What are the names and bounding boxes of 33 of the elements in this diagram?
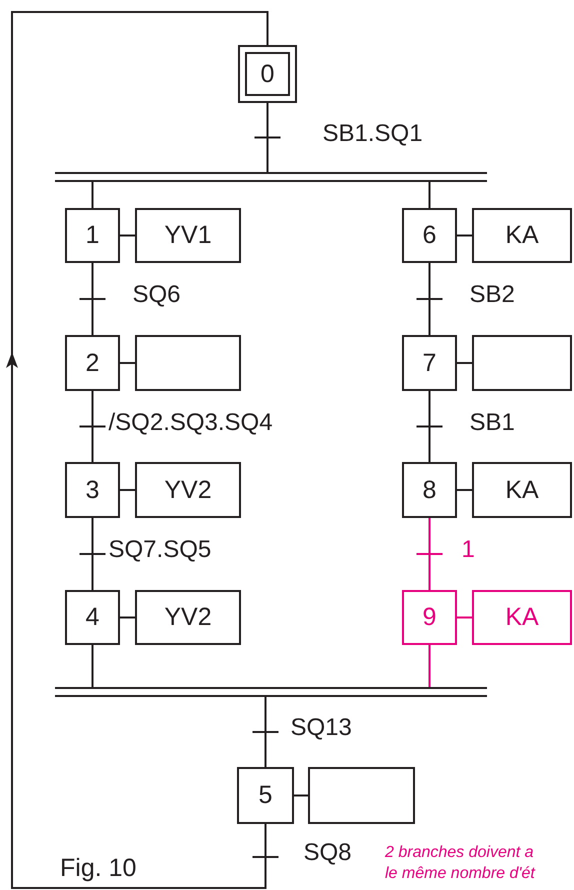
action-box: KA [472, 590, 572, 645]
action-box: YV2 [135, 462, 241, 518]
step-box: 8 [402, 462, 457, 518]
transition-label: SB2 [470, 283, 515, 307]
transition-label: SQ13 [290, 716, 352, 740]
action-box: KA [472, 208, 572, 263]
action-box [135, 335, 241, 391]
annotation-note: 2 branches doivent a [385, 845, 534, 861]
transition-label: SQ8 [304, 841, 352, 865]
transition-label: SB1 [470, 410, 515, 434]
action-box [308, 767, 415, 824]
initial-step: 0 [238, 45, 297, 103]
transition-label: 1 [462, 538, 475, 562]
figure-caption: Fig. 10 [60, 856, 136, 881]
action-box: KA [472, 462, 572, 518]
transition-label: SB1.SQ1 [322, 122, 423, 146]
transition-label: /SQ2.SQ3.SQ4 [108, 410, 273, 434]
action-box: YV2 [135, 590, 241, 645]
step-box: 4 [65, 590, 120, 645]
action-box: YV1 [135, 208, 241, 263]
step-box: 9 [402, 590, 457, 645]
step-box: 6 [402, 208, 457, 263]
parallel-bar [55, 172, 487, 182]
parallel-bar [55, 687, 487, 697]
annotation-note: le même nombre d'ét [385, 866, 535, 882]
step-box: 3 [65, 462, 120, 518]
transition-label: SQ7.SQ5 [108, 538, 212, 562]
step-box: 1 [65, 208, 120, 263]
step-box: 7 [402, 335, 457, 391]
step-box: 5 [237, 767, 294, 824]
transition-label: SQ6 [132, 283, 181, 307]
action-box [472, 335, 572, 391]
step-box: 2 [65, 335, 120, 391]
